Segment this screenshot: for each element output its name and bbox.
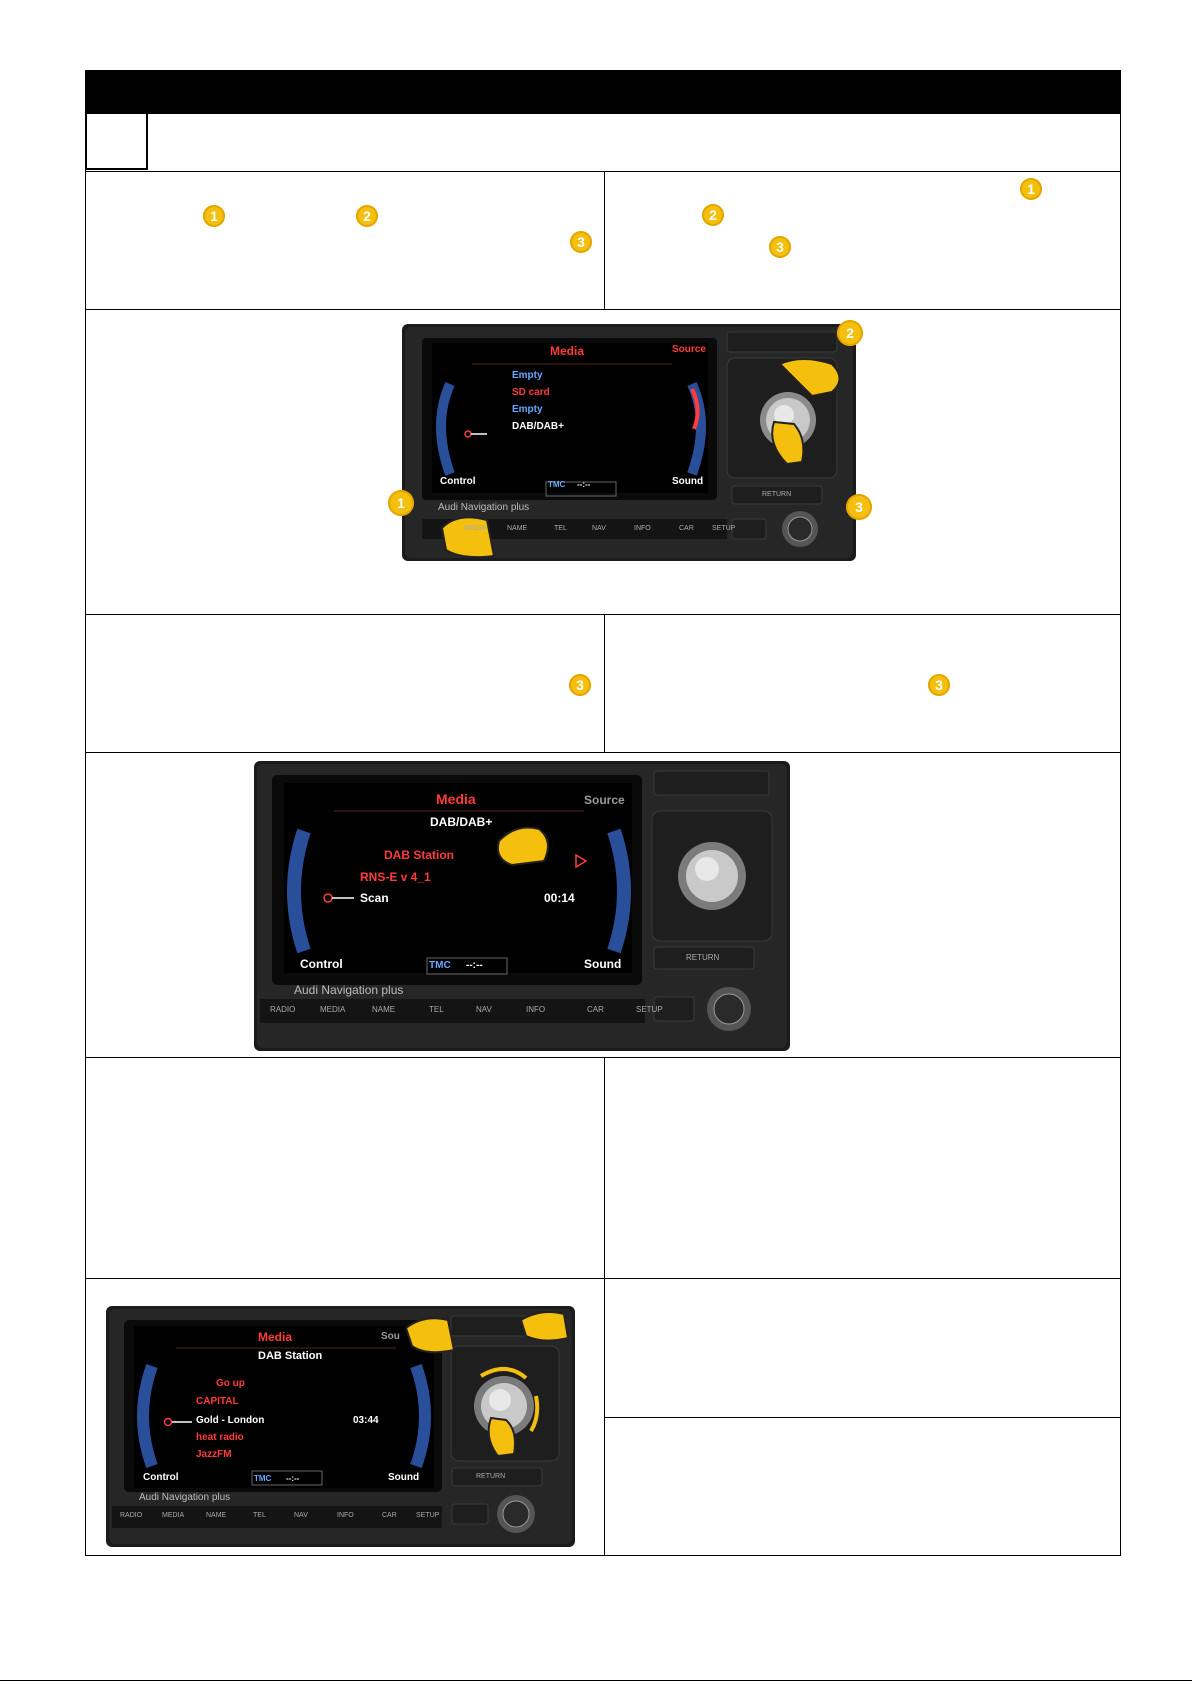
btn-setup: SETUP [712, 525, 736, 532]
btn-name: NAME [507, 525, 528, 532]
section-header-bar [85, 70, 1121, 114]
menu-item-heat-radio: heat radio [196, 1432, 244, 1443]
btn-tel: TEL [554, 525, 567, 532]
btn-car: CAR [587, 1005, 604, 1014]
screen-source: Source [672, 344, 706, 355]
menu-item-empty: Empty [512, 370, 543, 381]
brand-label: Audi Navigation plus [294, 983, 404, 997]
screen-tmc-time: --:-- [466, 960, 483, 971]
btn-tel: TEL [253, 1512, 266, 1519]
step-badge: 2 [702, 204, 724, 226]
screen-control: Control [440, 476, 476, 487]
track-time: 03:44 [353, 1415, 379, 1426]
return-label: RETURN [686, 953, 720, 962]
menu-item-version: RNS-E v 4_1 [360, 870, 431, 884]
menu-item-capital: CAPITAL [196, 1396, 239, 1407]
menu-item-dab-station: DAB Station [384, 848, 454, 862]
screen-header: DAB Station [258, 1350, 323, 1362]
btn-media: MEDIA [320, 1005, 346, 1014]
btn-car: CAR [382, 1512, 397, 1519]
step-cell-right-1: 1 2 3 [604, 171, 1121, 310]
btn-radio: RADIO [270, 1005, 296, 1014]
header-row-border [85, 114, 1121, 172]
step-cell-right-4 [604, 1278, 1121, 1418]
step-cell-left-3 [85, 1057, 605, 1279]
screen-tmc-time: --:-- [286, 1474, 300, 1483]
audi-unit-photo-2: Media Source DAB/DAB+ DAB Station RNS-E … [254, 761, 790, 1051]
step-badge: 2 [356, 205, 378, 227]
screen-header: DAB/DAB+ [430, 815, 493, 829]
image-cell-2: Media Source DAB/DAB+ DAB Station RNS-E … [85, 752, 1121, 1058]
step-cell-left-2: 3 [85, 614, 605, 753]
btn-info: INFO [337, 1512, 354, 1519]
screen-tmc: TMC [548, 480, 566, 489]
image-cell-3: Media Sou DAB Station Go up CAPITAL Gold… [85, 1278, 605, 1556]
step-cell-right-3 [604, 1057, 1121, 1279]
screen-sound: Sound [672, 476, 704, 487]
step-cell-right-5 [604, 1417, 1121, 1556]
menu-item-sd-card: SD card [512, 387, 550, 398]
screen-sound: Sound [584, 957, 622, 971]
menu-item-gold-london: Gold - London [196, 1415, 265, 1426]
menu-item-dab: DAB/DAB+ [512, 421, 564, 432]
screen-tmc: TMC [254, 1474, 272, 1483]
callout-badge: 3 [846, 494, 872, 520]
step-badge: 1 [203, 205, 225, 227]
btn-name: NAME [206, 1512, 227, 1519]
scan-time: 00:14 [544, 891, 575, 905]
btn-nav: NAV [592, 525, 606, 532]
audi-unit-photo-1: Media Source Empty SD card Empty DAB/DAB… [402, 324, 856, 561]
btn-radio: RADIO [120, 1512, 143, 1519]
screen-sound: Sound [388, 1472, 420, 1483]
btn-setup: SETUP [416, 1512, 440, 1519]
screen-title: Media [258, 1330, 293, 1344]
btn-car: CAR [679, 525, 694, 532]
btn-media: MEDIA [162, 1512, 185, 1519]
screen-control: Control [300, 957, 343, 971]
step-cell-left-1: 1 2 3 [85, 171, 605, 310]
btn-tel: TEL [429, 1005, 444, 1014]
brand-label: Audi Navigation plus [139, 1492, 231, 1503]
btn-setup: SETUP [636, 1005, 663, 1014]
menu-item-scan: Scan [360, 891, 389, 905]
screen-title: Media [550, 344, 585, 358]
footer-rule [0, 1680, 1192, 1681]
screen-tmc-time: --:-- [577, 480, 591, 489]
return-label: RETURN [476, 1473, 506, 1480]
step-badge: 3 [570, 231, 592, 253]
image-cell-1: Media Source Empty SD card Empty DAB/DAB… [85, 309, 1121, 615]
btn-nav: NAV [294, 1512, 308, 1519]
unit-graphic [106, 1306, 575, 1547]
menu-item-empty: Empty [512, 404, 543, 415]
btn-media: MEDIA [464, 525, 487, 532]
menu-item-jazzfm: JazzFM [196, 1449, 232, 1460]
btn-nav: NAV [476, 1005, 492, 1014]
btn-info: INFO [634, 525, 651, 532]
step-badge: 3 [569, 674, 591, 696]
step-cell-right-2: 3 [604, 614, 1121, 753]
step-number-box [85, 114, 148, 170]
step-badge: 1 [1020, 178, 1042, 200]
unit-graphic [254, 761, 790, 1051]
menu-item-go-up: Go up [216, 1378, 245, 1389]
screen-source: Source [584, 793, 625, 807]
screen-source: Sou [381, 1331, 400, 1342]
audi-unit-photo-3: Media Sou DAB Station Go up CAPITAL Gold… [106, 1306, 575, 1547]
unit-graphic [402, 324, 856, 561]
btn-name: NAME [372, 1005, 396, 1014]
screen-control: Control [143, 1472, 179, 1483]
step-badge: 3 [928, 674, 950, 696]
screen-tmc: TMC [429, 960, 451, 971]
callout-badge: 2 [837, 320, 863, 346]
callout-badge: 1 [388, 490, 414, 516]
btn-info: INFO [526, 1005, 546, 1014]
return-label: RETURN [762, 491, 792, 498]
brand-label: Audi Navigation plus [438, 502, 530, 513]
screen-title: Media [436, 791, 476, 807]
step-badge: 3 [769, 236, 791, 258]
